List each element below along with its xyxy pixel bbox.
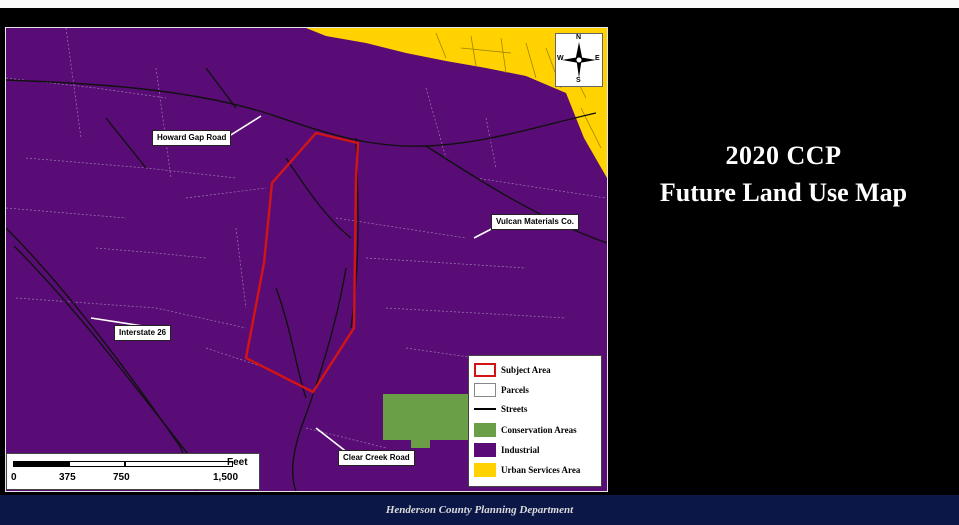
slide-title: 2020 CCP Future Land Use Map (608, 140, 959, 212)
legend-subject-area: Subject Area (474, 363, 551, 377)
scale-segment-3 (125, 461, 233, 467)
scale-bar: Feet 0 375 750 1,500 (6, 453, 260, 490)
howard-gap-road-line (6, 79, 597, 147)
scale-segment-2 (69, 461, 125, 467)
legend-subject-area-swatch (474, 363, 496, 377)
clear-creek-road-line (292, 267, 347, 491)
legend-streets: Streets (474, 404, 527, 414)
title-line-2: Future Land Use Map (659, 178, 908, 207)
compass-w: W (557, 55, 564, 62)
scale-tick-1500: 1,500 (213, 472, 239, 483)
streets (6, 67, 607, 491)
map-canvas (6, 28, 607, 491)
legend-streets-swatch (474, 408, 496, 410)
vulcan-materials-label: Vulcan Materials Co. (491, 214, 579, 230)
howard-gap-road-label: Howard Gap Road (152, 130, 232, 146)
legend-urban-services: Urban Services Area (474, 463, 580, 477)
clear-creek-road-label: Clear Creek Road (338, 450, 415, 466)
compass-rose: N S E W (555, 33, 603, 87)
scale-tick-0: 0 (11, 472, 17, 483)
legend-urban-services-swatch (474, 463, 496, 477)
scale-unit: Feet (227, 457, 248, 468)
scale-tick-750: 750 (113, 472, 130, 483)
footer-bar: Henderson County Planning Department (0, 495, 959, 525)
urban-services-area[interactable] (306, 28, 607, 178)
compass-n: N (576, 34, 582, 41)
scale-segment-1 (13, 461, 69, 467)
legend-industrial-swatch (474, 443, 496, 457)
top-white-strip (0, 0, 959, 8)
legend-industrial: Industrial (474, 443, 540, 457)
legend-parcels-swatch (474, 383, 496, 397)
subject-area[interactable] (244, 131, 360, 394)
map-legend: Subject Area Parcels Streets Conservatio… (468, 355, 602, 487)
compass-e: E (595, 55, 600, 62)
footer-text: Henderson County Planning Department (385, 504, 574, 516)
legend-parcels: Parcels (474, 383, 529, 397)
legend-conservation-swatch (474, 423, 496, 437)
title-line-1: 2020 CCP (725, 141, 842, 170)
interstate-26-label: Interstate 26 (114, 325, 172, 341)
compass-star-icon (562, 42, 596, 78)
legend-conservation: Conservation Areas (474, 423, 577, 437)
compass-s: S (576, 77, 581, 84)
conservation-area[interactable] (383, 394, 468, 448)
scale-tick-375: 375 (59, 472, 76, 483)
industrial-parcels (6, 28, 607, 449)
land-use-map[interactable]: Howard Gap Road Vulcan Materials Co. Int… (5, 27, 608, 492)
